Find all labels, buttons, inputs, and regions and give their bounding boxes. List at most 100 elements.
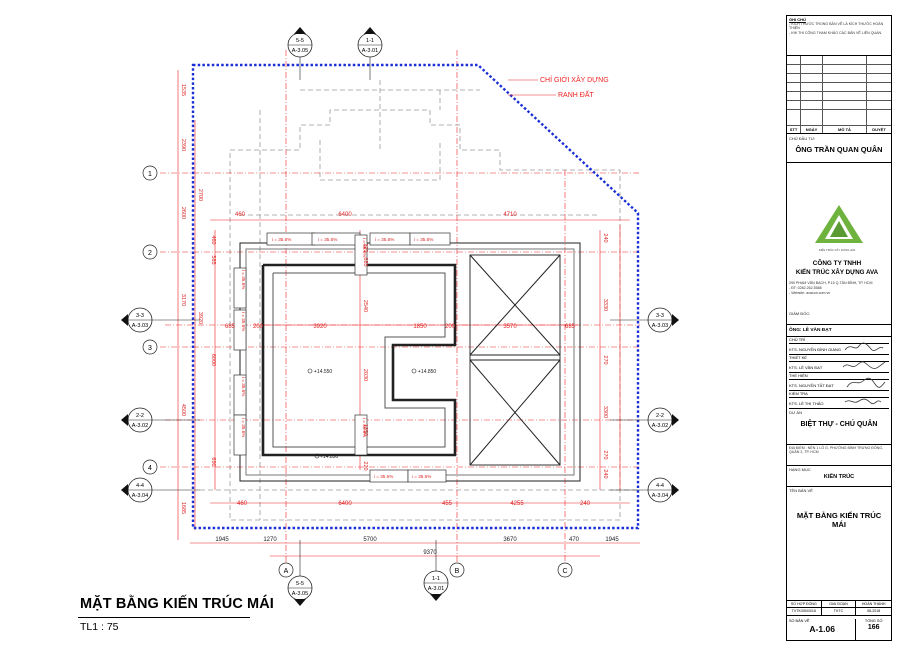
section-sheet: A-3.03 [132,323,148,329]
section-marker-2-2-left: 2-2 A-3.02 [121,407,200,433]
dim-text: 240 [580,501,591,507]
revision-grid [787,56,891,126]
drawing-scale: TL1 : 75 [80,621,119,633]
logo-caption: KIẾN TRÚC XÂY DỰNG AVA [818,248,856,252]
elevation-label: +14.550 [314,369,332,375]
signature-2 [842,361,886,369]
person-name: KTS. LÊ THỊ THẢO [789,398,889,409]
sheet-no-label: SỐ BẢN VẼ [789,619,810,623]
dim-text: 3330 [602,299,608,311]
dim-text: 6400 [338,501,352,507]
dim-text: 220 [362,243,368,252]
rev-col: MÔ TẢ [823,126,867,133]
dim-text: 200 [253,324,264,330]
grid-row-label: 3 [148,345,152,352]
middle-dimensions: 685 200 3920 1850 200 3570 685 [225,324,576,330]
sheet-no: A-1.06 [809,623,835,634]
total-label: TỔNG SỐ [864,619,883,623]
dim-text: 1270 [263,537,277,543]
left-dimensions: 1535 2390 2700 2600 460 585 3170 3920 60… [180,84,216,514]
company-section: KIẾN TRÚC XÂY DỰNG AVA CÔNG TY TNHH KIẾN… [787,163,891,325]
gutters [233,232,451,483]
drawing-title: MẶT BẰNG KIẾN TRÚC MÁI [80,596,274,612]
project-label: DỰ ÁN [789,410,802,415]
dim-text: 2030 [362,369,368,381]
slope-label: i = 35.6% [241,377,246,396]
director-section: ÔNG: LÊ VĂN ĐẠT [787,325,891,337]
dim-text: 460 [235,212,246,218]
drawing-name-section: TÊN BẢN VẼ MẶT BẰNG KIẾN TRÚC MÁI [787,487,891,601]
section-marker-2-2-right: 2-2 A-3.02 [610,407,679,433]
inner-vertical-dimensions: 220 685 2540 2030 1350 220 [362,243,368,470]
dim-text: 3300 [602,406,608,418]
info-head: GIAI ĐOẠN [821,601,857,609]
drawing-name-line-2: MÁI [832,520,846,530]
section-sheet: A-3.05 [292,48,308,54]
slope-label: i = 35.6% [318,237,337,242]
dimension-lines [177,70,640,557]
elevation-label: +14.850 [418,369,436,375]
section-marker-4-4-right: 4-4 A-3.04 [610,477,679,503]
dim-text: 270 [602,450,608,459]
role-label: THỂ HIỆN [789,373,889,380]
grid-row-bubbles: 1 2 3 4 [142,165,158,475]
company-website: - Website: avacon.com.vn [789,291,831,295]
slope-label: i = 35.6% [272,237,291,242]
info-value: TKTC [821,608,857,616]
boundary-labels: CHỈ GIỚI XÂY DỰNG RANH ĐẤT [508,75,609,99]
top-dimensions: 460 6400 4710 [235,212,517,218]
info-head: SỐ HỢP ĐỒNG [787,601,822,609]
dim-text: 2700 [197,189,203,201]
section-id: 1-1 [366,38,374,44]
project-section: DỰ ÁN BIỆT THỰ - CHÚ QUÂN [787,409,891,445]
section-id: 5-5 [296,581,304,587]
right-dimensions: 240 3330 270 3300 270 240 [602,233,608,478]
sheet-no-cell: SỐ BẢN VẼ A-1.06 [787,619,857,640]
company-line-1: CÔNG TY TNHH [812,260,862,267]
sheet-number-section: SỐ BẢN VẼ A-1.06 TỔNG SỐ 166 [787,619,891,640]
section-id: 2-2 [136,413,144,419]
section-markers: 5-5 A-3.05 1-1 A-3.01 3-3 A-3.03 [121,27,679,606]
setback-line-label: CHỈ GIỚI XÂY DỰNG [540,75,609,84]
roof-plan-drawing: i = 35.6% i = 35.6% i = 35.6% i = 35.6% … [121,27,679,606]
dim-text: 220 [362,461,368,470]
dim-text: 1685 [180,502,186,514]
category-section: HẠNG MỤC KIẾN TRÚC [787,466,891,487]
section-sheet: A-3.02 [132,423,148,429]
bottom-dimensions: 460 6400 455 4255 240 [237,501,591,507]
rev-col: DUYỆT [872,127,886,132]
grid-row-label: 4 [148,465,152,472]
dim-text: 1945 [215,537,229,543]
drawing-name-line-1: MẶT BẰNG KIẾN TRÚC [796,511,882,520]
property-line-label: RANH ĐẤT [558,89,595,99]
revision-header: STT NGÀY MÔ TẢ DUYỆT [787,126,891,134]
bottom-outer-dimensions: 1945 1270 5700 3670 470 1945 9370 [215,537,619,556]
slope-label: i = 35.6% [241,418,246,437]
signature-1 [844,342,884,351]
section-sheet: A-3.01 [428,586,444,592]
dim-text: 4710 [503,212,517,218]
section-id: 3-3 [656,313,664,319]
slope-label: i = 35.6% [241,312,246,331]
slope-label: i = 35.6% [375,237,394,242]
slope-label: i = 35.6% [362,418,367,437]
role-label: KIỂM TRA [789,391,889,398]
location-section: ĐỊA ĐIỂM : NỀN 1 LÔ G, PHƯỜNG BÌNH TRƯNG… [787,445,891,466]
section-marker-5-5-top: 5-5 A-3.05 [287,27,313,80]
total-cell: TỔNG SỐ 166 [856,619,891,640]
slope-label: i = 35.6% [241,270,246,289]
section-sheet: A-3.04 [652,493,668,499]
info-grid: SỐ HỢP ĐỒNG GIAI ĐOẠN HOÀN THÀNH TVTK/05… [787,601,891,616]
section-marker-3-3-left: 3-3 A-3.03 [121,307,200,333]
info-head: HOÀN THÀNH [856,601,891,609]
signature-3 [846,377,886,388]
section-marker-1-1-bottom: 1-1 A-3.01 [423,540,449,601]
director-name: ÔNG: LÊ VĂN ĐẠT [789,327,832,333]
section-id: 5-5 [296,38,304,44]
note-line: - KÍCH THƯỚC TRONG BẢN VẼ LÀ KÍCH THƯỚC … [789,22,884,31]
dim-text: 2600 [180,207,186,219]
dim-text: 5700 [363,537,377,543]
dim-text: 1850 [413,324,427,330]
note-line: - KHI THI CÔNG THAM KHẢO CÁC BẢN VẼ LIÊN… [789,30,883,35]
